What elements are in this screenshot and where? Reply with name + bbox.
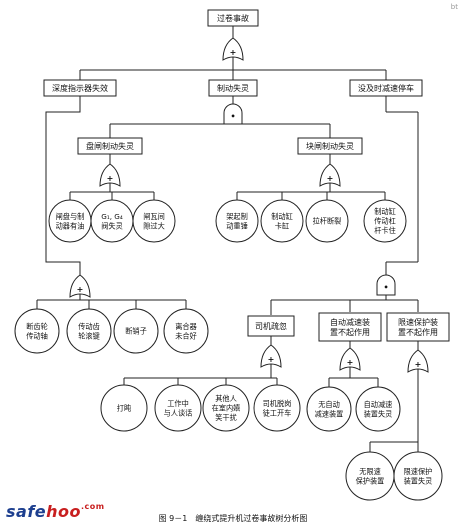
indicator-cause-event-4 xyxy=(163,308,209,354)
decel-and-gate xyxy=(376,274,396,296)
block-cause-event-4-label-line: 杆卡住 xyxy=(374,226,396,235)
decel-and-gate-sign: • xyxy=(383,283,388,292)
block-cause-event-1 xyxy=(215,199,259,243)
disc-cause-event-1-label-line: 动器有油 xyxy=(56,221,85,230)
driver-cause-event-2 xyxy=(154,384,202,432)
disc-cause-event-2-label-line: 阀失灵 xyxy=(101,221,123,230)
speed-limit-failure-box-label-line: 置不起作用 xyxy=(398,327,438,337)
indicator-branch-line xyxy=(45,96,81,275)
block-cause-event-4-label-line: 传动杠 xyxy=(374,217,396,226)
disc-cause-event-3-label-line: 闸瓦间 xyxy=(143,212,165,221)
disc-cause-event-3-label-line: 隙过大 xyxy=(143,221,165,230)
indicator-cause-event-1 xyxy=(14,308,60,354)
indicator-cause-event-1-label-line: 传动轴 xyxy=(26,331,48,340)
auto-decel-cause-event-2-label-line: 装置失灵 xyxy=(364,409,393,418)
brake-failure-box-label: 制动失灵 xyxy=(217,83,249,93)
block-cause-event-2-label-line: 制动缸 xyxy=(271,212,293,221)
indicator-cause-event-4-label-line: 未合好 xyxy=(175,331,197,340)
block-cause-event-2-label-line: 卡缸 xyxy=(275,221,289,230)
safehoo-watermark-logo: safehoo.com xyxy=(6,502,105,521)
disc-cause-event-2-label-line: G₁, G₄ xyxy=(101,212,123,221)
brake-and-gate xyxy=(223,103,243,125)
disc-brake-or-gate-sign: + xyxy=(107,174,114,183)
driver-cause-event-4 xyxy=(253,384,301,432)
speed-limit-cause-event-1-label-line: 保护装置 xyxy=(356,476,385,485)
driver-cause-event-3-label-line: 其他人 xyxy=(215,394,237,403)
indicator-cause-event-4-label-line: 离合器 xyxy=(175,322,197,331)
auto-decel-failure-box-label-line: 置不起作用 xyxy=(330,327,370,337)
block-cause-event-2 xyxy=(260,199,304,243)
indicator-cause-event-3 xyxy=(113,308,159,354)
block-cause-event-1-label-line: 架起制 xyxy=(226,212,248,221)
brake-and-gate-sign: • xyxy=(230,112,235,121)
auto-decel-cause-event-1-label-line: 减速装置 xyxy=(315,409,344,418)
driver-cause-event-3 xyxy=(202,384,250,432)
driver-cause-event-1 xyxy=(100,384,148,432)
auto-decel-cause-event-2-label-line: 自动减速 xyxy=(364,400,393,409)
auto-decel-cause-event-2 xyxy=(355,386,401,432)
driver-cause-event-3-label-line: 在室内嬉 xyxy=(212,404,241,413)
block-cause-event-4 xyxy=(363,199,407,243)
indicator-cause-event-3-label-line: 断销子 xyxy=(125,327,147,336)
speed-limit-cause-event-1-label-line: 无限速 xyxy=(359,467,381,476)
auto-decel-cause-event-1 xyxy=(306,386,352,432)
speed-limit-failure-box-label-line: 限速保护装 xyxy=(398,317,438,327)
driver-cause-event-2-label-line: 工作中 xyxy=(167,399,189,408)
driver-or-gate-sign: + xyxy=(268,355,275,364)
top-or-gate-sign: + xyxy=(230,48,237,57)
driver-cause-event-4-label-line: 司机脱岗 xyxy=(263,399,292,408)
auto-decel-or-gate-sign: + xyxy=(347,358,354,367)
top-event-box-label: 过卷事故 xyxy=(217,13,249,23)
auto-decel-failure-box-label-line: 自动减速装 xyxy=(330,317,370,327)
block-cause-event-3 xyxy=(305,199,349,243)
driver-cause-event-4-label-line: 徒工开车 xyxy=(263,408,292,417)
driver-negligence-box-label: 司机疏忽 xyxy=(255,321,287,331)
auto-decel-cause-event-1-label-line: 无自动 xyxy=(318,400,340,409)
figure-caption: 图 9－1 缠绕式提升机过卷事故树分析图 xyxy=(159,513,308,523)
driver-cause-event-3-label-line: 笑干扰 xyxy=(215,413,237,422)
driver-cause-event-2-label-line: 与人谈话 xyxy=(164,408,193,417)
indicator-failure-box-label: 深度指示器失效 xyxy=(52,83,108,93)
speed-limit-or-gate-sign: + xyxy=(415,360,422,369)
block-brake-failure-box-label: 块闸制动失灵 xyxy=(306,141,354,151)
block-brake-or-gate-sign: + xyxy=(327,174,334,183)
block-cause-event-4-label-line: 制动缸 xyxy=(374,207,396,216)
indicator-cause-event-1-label-line: 断齿轮 xyxy=(26,322,48,331)
disc-cause-event-3 xyxy=(132,199,176,243)
auto-decel-failure-box xyxy=(318,312,382,342)
driver-cause-event-1-label-line: 打盹 xyxy=(117,404,131,413)
disc-cause-event-1-label-line: 闸盘与制 xyxy=(56,212,85,221)
indicator-cause-event-2-label-line: 轮滚键 xyxy=(78,331,100,340)
speed-limit-cause-event-2-label-line: 限速保护 xyxy=(404,467,433,476)
no-decel-stop-box-label: 没及时减速停车 xyxy=(358,83,414,93)
indicator-cause-event-2 xyxy=(66,308,112,354)
speed-limit-failure-box xyxy=(386,312,450,342)
indicator-cause-event-2-label-line: 传动齿 xyxy=(78,322,100,331)
indicator-or-gate-sign: + xyxy=(77,285,84,294)
speed-limit-cause-event-2 xyxy=(393,451,443,501)
block-cause-event-3-label-line: 拉杆断裂 xyxy=(313,217,342,226)
corner-mark: bt xyxy=(450,3,458,11)
speed-limit-cause-event-2-label-line: 装置失灵 xyxy=(404,476,433,485)
disc-brake-failure-box-label: 盘闸制动失灵 xyxy=(86,141,134,151)
block-cause-event-1-label-line: 动重锤 xyxy=(226,221,248,230)
